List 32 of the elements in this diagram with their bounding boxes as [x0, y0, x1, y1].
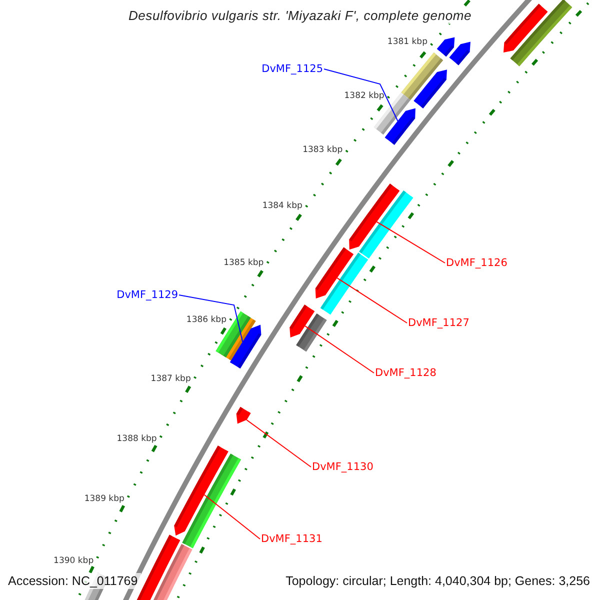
leader-line	[376, 221, 446, 264]
gene-label: DvMF_1131	[261, 533, 322, 545]
gene-label: DvMF_1127	[408, 317, 470, 329]
gene-label: DvMF_1130	[312, 461, 374, 473]
tick-label: 1387 kbp	[150, 374, 191, 384]
gene-label: DvMF_1128	[375, 367, 436, 379]
gene-label: DvMF_1125	[262, 63, 323, 75]
tick-label: 1385 kbp	[224, 258, 264, 268]
leader-line	[336, 277, 408, 324]
gene-feature	[349, 184, 400, 250]
tick-label: 1386 kbp	[186, 315, 226, 326]
gene-label: DvMF_1129	[116, 289, 178, 301]
tick-label: 1384 kbp	[262, 200, 302, 211]
gene-feature	[230, 324, 262, 368]
gene-label: DvMF_1126	[446, 257, 508, 269]
tick-label: 1381 kbp	[387, 37, 428, 48]
tick-label: 1390 kbp	[54, 556, 94, 566]
leader-line	[324, 68, 398, 122]
leader-line	[304, 325, 374, 374]
gene-feature	[503, 4, 548, 53]
tick-label: 1389 kbp	[84, 494, 124, 504]
tick-label: 1383 kbp	[302, 145, 343, 156]
gene-feature	[414, 70, 447, 108]
gene-feature	[315, 247, 354, 299]
leader-line	[204, 494, 260, 540]
gene-feature	[290, 304, 315, 338]
gene-feature	[236, 406, 251, 424]
footer-text: Accession: NC_011769	[5, 573, 141, 589]
leader-line	[246, 419, 312, 468]
leader-line	[178, 294, 244, 342]
gene-feature	[384, 108, 416, 145]
gene-feature	[174, 446, 228, 536]
